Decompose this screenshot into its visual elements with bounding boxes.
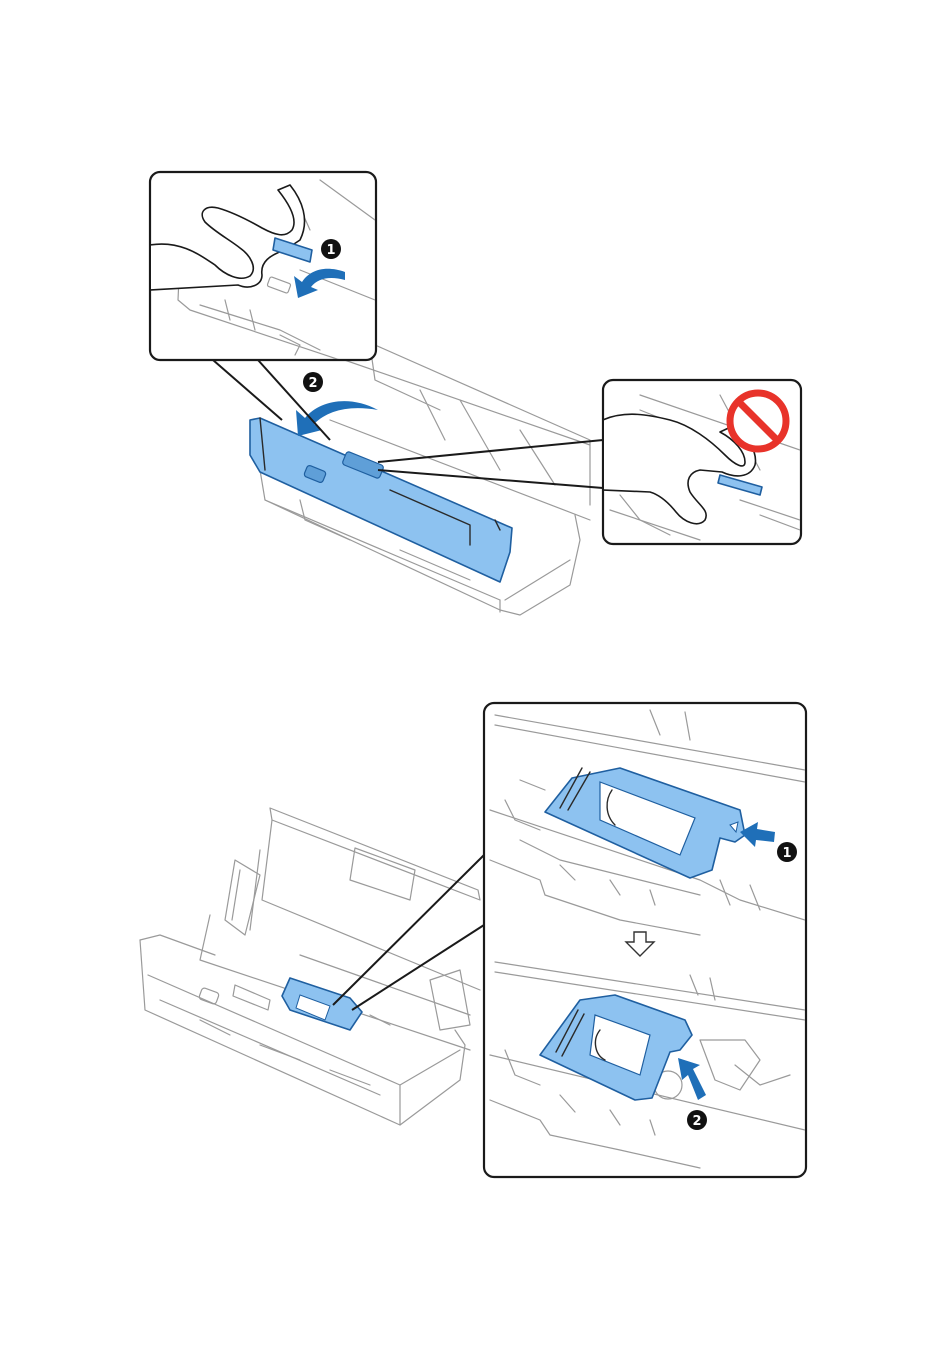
step-badge-1: 1 [321,239,341,259]
step-badge-1: 1 [777,842,797,862]
scanner-open [140,808,480,1125]
step-badge-2: 2 [303,372,323,392]
no-symbol-icon [730,393,786,449]
top-figure: 1 2 [150,172,801,615]
callout-line [213,360,282,420]
step-badge-2: 2 [687,1110,707,1130]
svg-text:1: 1 [326,243,335,258]
bottom-figure: 1 2 [140,703,806,1177]
detail-box-roller [484,703,806,1177]
svg-text:2: 2 [308,376,317,391]
detail-box-release-latch [150,172,376,360]
open-arrow [296,401,378,436]
svg-text:1: 1 [782,846,791,861]
detail-box-prohibited [603,380,801,544]
scanner-cover [250,418,512,582]
svg-text:2: 2 [692,1114,701,1129]
